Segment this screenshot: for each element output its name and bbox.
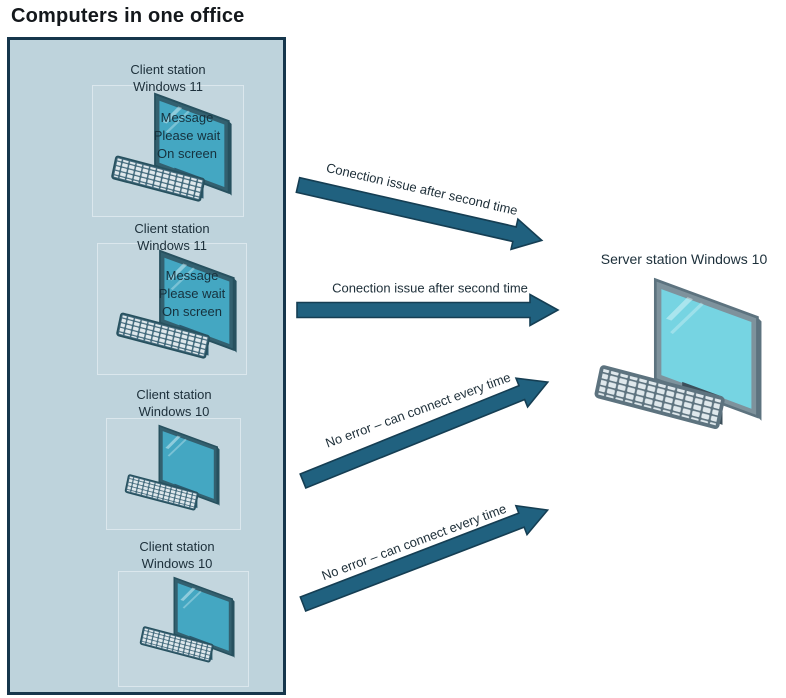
connection-3-label: No error – can connect every time [323,369,513,451]
screen-message-line: On screen [157,146,217,161]
client-3-label: Client station Windows 10 [94,386,254,420]
connection-arrow-4 [299,504,550,613]
client-label-line: Client station [136,387,212,402]
client-label-line: Windows 11 [133,79,203,94]
screen-message-line: On screen [162,304,222,319]
client-label-line: Windows 10 [141,556,213,571]
screen-message-line: Message [165,268,219,283]
server-label: Server station Windows 10 [600,251,768,267]
client-4-computer-icon [127,571,249,679]
connection-2-label: Conection issue after second time [332,280,528,296]
client-label-line: Windows 10 [138,404,210,419]
connection-arrow-2 [296,293,560,327]
client-1-screen-message: Message Please wait On screen [127,109,247,163]
screen-message-line: Please wait [153,128,221,143]
screen-message-line: Message [160,110,214,125]
connection-1-label: Conection issue after second time [324,159,520,219]
client-label-line: Client station [130,62,206,77]
client-2-label: Client station Windows 11 [92,220,252,254]
client-3-computer-icon [112,419,234,527]
client-label-line: Client station [134,221,210,236]
client-1-label: Client station Windows 11 [88,61,248,95]
connection-4-label: No error – can connect every time [319,500,509,584]
page-title: Computers in one office [11,5,245,27]
client-label-line: Windows 11 [137,238,207,253]
client-4-label: Client station Windows 10 [97,538,257,572]
screen-message-line: Please wait [158,286,226,301]
client-label-line: Client station [139,539,215,554]
office-boundary-box [7,37,286,695]
client-2-screen-message: Message Please wait On screen [132,267,252,321]
server-computer-icon [572,267,786,459]
